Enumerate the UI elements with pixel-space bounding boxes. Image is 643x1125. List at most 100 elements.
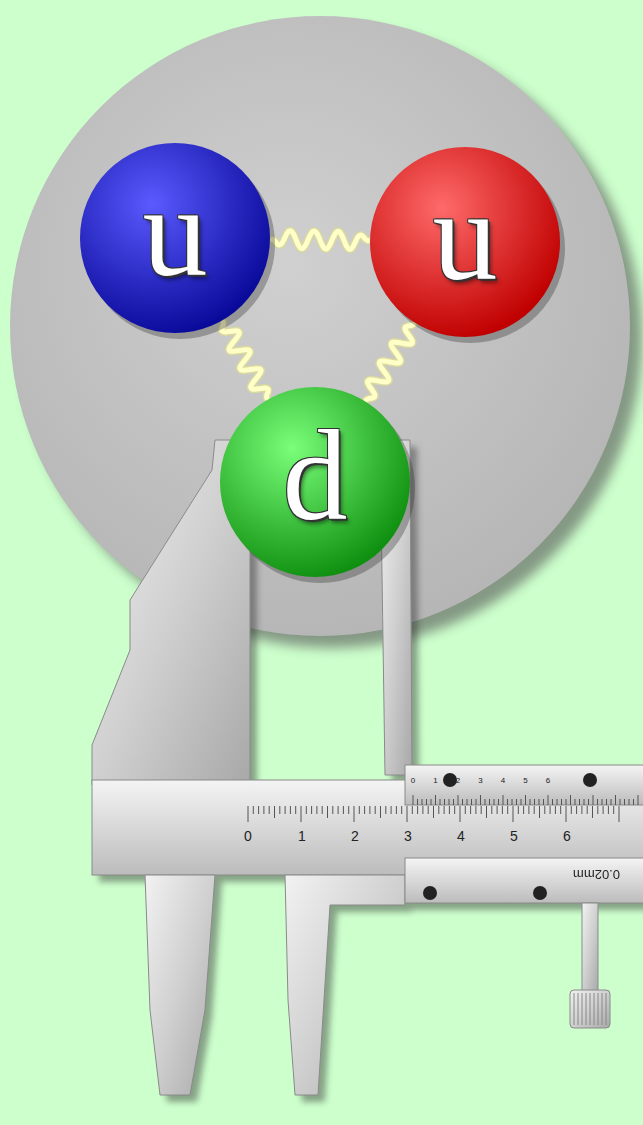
scale-tick (385, 806, 386, 814)
scale-tick (359, 806, 360, 814)
vernier-tick (525, 795, 526, 805)
scale-tick (401, 806, 402, 814)
vernier-tick (543, 799, 544, 805)
vernier-tick (584, 799, 585, 805)
resolution-label: 0.02mm (573, 868, 620, 881)
vernier-tick (422, 799, 423, 805)
gluon-core (222, 322, 269, 398)
vernier-tick (494, 799, 495, 805)
scale-tick (364, 806, 365, 814)
scale-tick (369, 806, 370, 814)
scale-tick (481, 806, 482, 814)
scale-tick (396, 806, 397, 814)
vernier-tick (512, 799, 513, 805)
vernier-number: 3 (478, 777, 482, 785)
vernier-tick (489, 799, 490, 805)
scale-tick (301, 806, 302, 822)
scale-tick (332, 806, 333, 814)
scale-tick (449, 806, 450, 814)
scale-tick (322, 806, 323, 814)
scale-tick (513, 806, 514, 822)
vernier-tick (579, 799, 580, 805)
vernier-tick (480, 795, 481, 805)
vernier-tick (521, 799, 522, 805)
up-quark: u (80, 143, 270, 333)
scale-tick (454, 806, 455, 814)
knurl-line (606, 993, 607, 1025)
vernier-tick (597, 799, 598, 805)
scale-tick (619, 806, 620, 822)
sphere (370, 147, 560, 337)
fixed-lower-jaw (145, 875, 215, 1095)
scale-tick (507, 806, 508, 814)
scale-tick (560, 806, 561, 814)
thumb-screw-knob (570, 990, 610, 1028)
up-quark: u (370, 147, 560, 337)
screw (443, 773, 457, 787)
scale-tick (597, 806, 598, 814)
scale-tick (428, 806, 429, 814)
knurl-line (574, 993, 575, 1025)
scale-tick (391, 806, 392, 814)
vernier-tick (507, 799, 508, 805)
scale-tick (433, 806, 434, 818)
scale-tick (285, 806, 286, 814)
sphere (220, 387, 410, 577)
vernier-number: 1 (433, 777, 437, 785)
knurl-line (590, 993, 591, 1025)
scale-tick (544, 806, 545, 814)
vernier-tick (503, 795, 504, 805)
vernier-number: 4 (501, 777, 505, 785)
gluon-outline (222, 322, 269, 398)
screw (423, 886, 437, 900)
scale-tick (465, 806, 466, 814)
main-scale-number: 4 (457, 829, 465, 843)
scale-tick (592, 806, 593, 818)
scale-tick (263, 806, 264, 814)
knurling (574, 993, 606, 1025)
scale-tick (338, 806, 339, 814)
scale-tick (603, 806, 604, 814)
gluon-line (272, 231, 368, 249)
scale-tick (534, 806, 535, 814)
vernier-tick (552, 799, 553, 805)
scale-tick (417, 806, 418, 814)
scale-tick (613, 806, 614, 814)
main-scale-number: 3 (404, 829, 412, 843)
scale-tick (523, 806, 524, 814)
vernier-tick (566, 799, 567, 805)
vernier-tick (602, 799, 603, 805)
scale-tick (444, 806, 445, 814)
knurl-line (598, 993, 599, 1025)
vernier-tick (431, 799, 432, 805)
vernier-tick (462, 799, 463, 805)
vernier-number: 2 (456, 777, 460, 785)
scale-tick (460, 806, 461, 822)
scale-tick (491, 806, 492, 814)
vernier-number: 6 (546, 777, 550, 785)
gluon-outline (366, 324, 413, 399)
vernier-tick (516, 799, 517, 805)
vernier-tick (485, 799, 486, 805)
scale-tick (306, 806, 307, 814)
scale-tick (248, 806, 249, 822)
vernier-tick (539, 799, 540, 805)
vernier-tick (638, 795, 639, 805)
vernier-tick (575, 799, 576, 805)
vernier-tick (561, 799, 562, 805)
vernier-tick (557, 799, 558, 805)
knurl-line (582, 993, 583, 1025)
vernier-tick (453, 799, 454, 805)
scale-tick (354, 806, 355, 822)
vernier-tick (435, 795, 436, 805)
scale-tick (587, 806, 588, 814)
gluon-line (366, 324, 413, 399)
vernier-tick (620, 799, 621, 805)
knurl-line (586, 993, 587, 1025)
scale-tick (528, 806, 529, 814)
gluon-core (272, 231, 368, 249)
vernier-tick (471, 799, 472, 805)
screw (583, 773, 597, 787)
vernier-tick (588, 799, 589, 805)
